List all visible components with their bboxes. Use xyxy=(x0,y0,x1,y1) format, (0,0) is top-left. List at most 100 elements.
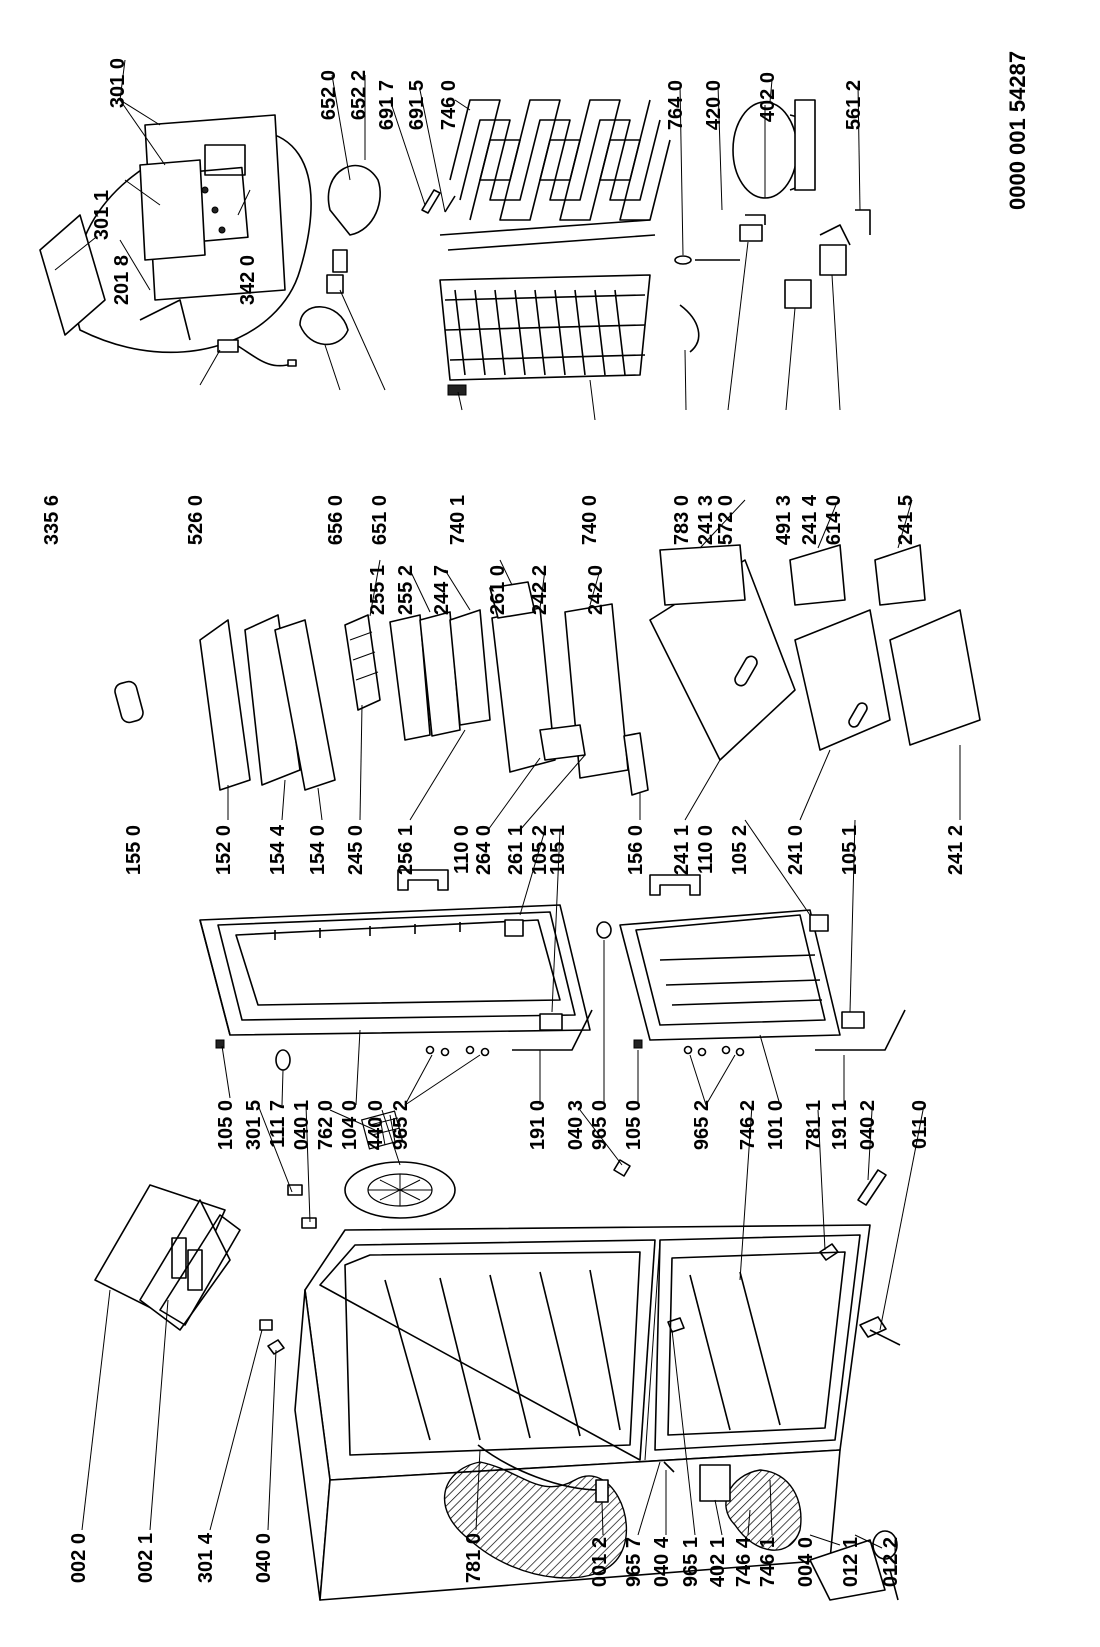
part-label: 261 0 xyxy=(487,565,509,615)
part-label: 245 0 xyxy=(345,825,367,875)
part-label: 561 2 xyxy=(843,80,865,130)
part-label: 335 6 xyxy=(41,495,63,545)
part-label: 104 0 xyxy=(339,1100,361,1150)
part-label: 652 2 xyxy=(348,70,370,120)
part-label: 110 0 xyxy=(695,825,717,874)
part-label: 154 4 xyxy=(267,824,289,875)
part-label: 152 0 xyxy=(213,825,235,875)
part-label: 105 1 xyxy=(839,825,861,875)
part-label: 965 0 xyxy=(589,1100,611,1150)
part-label: 264 0 xyxy=(473,825,495,875)
part-label: 965 7 xyxy=(623,1537,645,1587)
thermostat-wires xyxy=(421,189,700,353)
part-label: 491 3 xyxy=(773,495,795,545)
part-labels: 002 0 002 1 301 4 040 0 781 0 001 2 965 7 040 4… xyxy=(41,58,967,1587)
part-label: 241 1 xyxy=(671,825,693,875)
fan-cover xyxy=(344,1161,456,1219)
condenser-coil xyxy=(439,274,651,396)
filter-grid xyxy=(360,1110,404,1150)
part-label: 965 1 xyxy=(680,1537,702,1587)
part-label: 241 4 xyxy=(799,494,821,545)
evaporator-coil xyxy=(439,99,671,251)
part-label: 201 8 xyxy=(111,255,133,305)
part-label: 301 5 xyxy=(243,1100,265,1150)
part-label: 572 0 xyxy=(715,495,737,545)
freezer-drawers xyxy=(649,544,981,761)
part-label: 241 3 xyxy=(695,495,717,545)
part-label: 301 1 xyxy=(91,190,113,240)
part-label: 105 1 xyxy=(547,825,569,875)
part-label: 012 1 xyxy=(840,1537,862,1587)
part-label: 154 0 xyxy=(307,825,329,875)
part-label: 241 0 xyxy=(785,825,807,875)
part-label: 301 0 xyxy=(107,58,129,108)
part-label: 105 0 xyxy=(623,1100,645,1150)
part-label: 155 0 xyxy=(123,825,145,875)
fridge-door xyxy=(199,904,591,1036)
part-label: 762 0 xyxy=(315,1100,337,1150)
freezer-door xyxy=(619,909,841,1041)
part-label: 342 0 xyxy=(237,255,259,305)
part-label: 783 0 xyxy=(671,495,693,545)
hinges-gaskets xyxy=(215,869,906,1057)
part-label: 746 1 xyxy=(757,1537,779,1587)
part-label: 255 2 xyxy=(395,565,417,615)
part-label: 965 2 xyxy=(691,1100,713,1150)
part-label: 241 2 xyxy=(945,825,967,875)
part-label: 040 1 xyxy=(291,1100,313,1150)
refrigerator-cabinet xyxy=(294,1224,886,1601)
part-label: 105 0 xyxy=(215,1100,237,1150)
part-label: 614 0 xyxy=(823,495,845,545)
part-label: 040 3 xyxy=(565,1100,587,1150)
part-label: 261 1 xyxy=(505,825,527,875)
part-label: 656 0 xyxy=(325,495,347,545)
part-label: 242 0 xyxy=(585,565,607,615)
part-label: 012 2 xyxy=(880,1537,902,1587)
part-label: 011 0 xyxy=(909,1100,931,1149)
door-bins xyxy=(114,581,649,796)
part-label: 191 0 xyxy=(527,1100,549,1150)
part-label: 691 7 xyxy=(376,80,398,130)
part-label: 420 0 xyxy=(703,80,725,130)
document-code: 0000 001 54287 xyxy=(1005,51,1030,210)
part-label: 781 1 xyxy=(803,1100,825,1150)
part-label: 191 1 xyxy=(829,1100,851,1150)
small-hardware xyxy=(259,1049,901,1601)
part-label: 526 0 xyxy=(185,495,207,545)
part-label: 111 7 xyxy=(267,1100,289,1148)
part-label: 740 1 xyxy=(447,495,469,545)
part-label: 691 5 xyxy=(406,80,428,130)
part-label: 002 1 xyxy=(135,1533,157,1583)
part-label: 301 4 xyxy=(195,1532,217,1583)
part-label: 965 2 xyxy=(390,1100,412,1150)
part-label: 652 0 xyxy=(318,70,340,120)
compressor-group xyxy=(674,99,871,309)
part-label: 156 0 xyxy=(625,825,647,875)
part-label: 746 4 xyxy=(733,1536,755,1587)
part-label: 651 0 xyxy=(369,495,391,545)
part-label: 105 2 xyxy=(529,825,551,875)
control-panel-group xyxy=(39,114,312,367)
part-label: 040 0 xyxy=(253,1533,275,1583)
part-label: 110 0 xyxy=(451,825,473,874)
part-label: 040 4 xyxy=(651,1536,673,1587)
part-label: 241 5 xyxy=(895,495,917,545)
part-label: 244 7 xyxy=(431,565,453,615)
part-label: 040 2 xyxy=(857,1100,879,1150)
leader-lines xyxy=(81,59,961,1575)
part-label: 001 2 xyxy=(589,1537,611,1587)
part-label: 004 0 xyxy=(795,1537,817,1587)
part-label: 781 0 xyxy=(463,1533,485,1583)
part-label: 255 1 xyxy=(367,565,389,615)
part-label: 101 0 xyxy=(765,1100,787,1150)
part-label: 256 1 xyxy=(395,825,417,875)
part-label: 105 2 xyxy=(729,825,751,875)
part-label: 402 1 xyxy=(707,1537,729,1587)
part-label: 440 0 xyxy=(365,1100,387,1150)
part-label: 002 0 xyxy=(68,1533,90,1583)
part-label: 402 0 xyxy=(757,72,779,122)
part-label: 764 0 xyxy=(665,80,687,130)
part-label: 242 2 xyxy=(529,565,551,615)
part-label: 746 0 xyxy=(438,80,460,130)
